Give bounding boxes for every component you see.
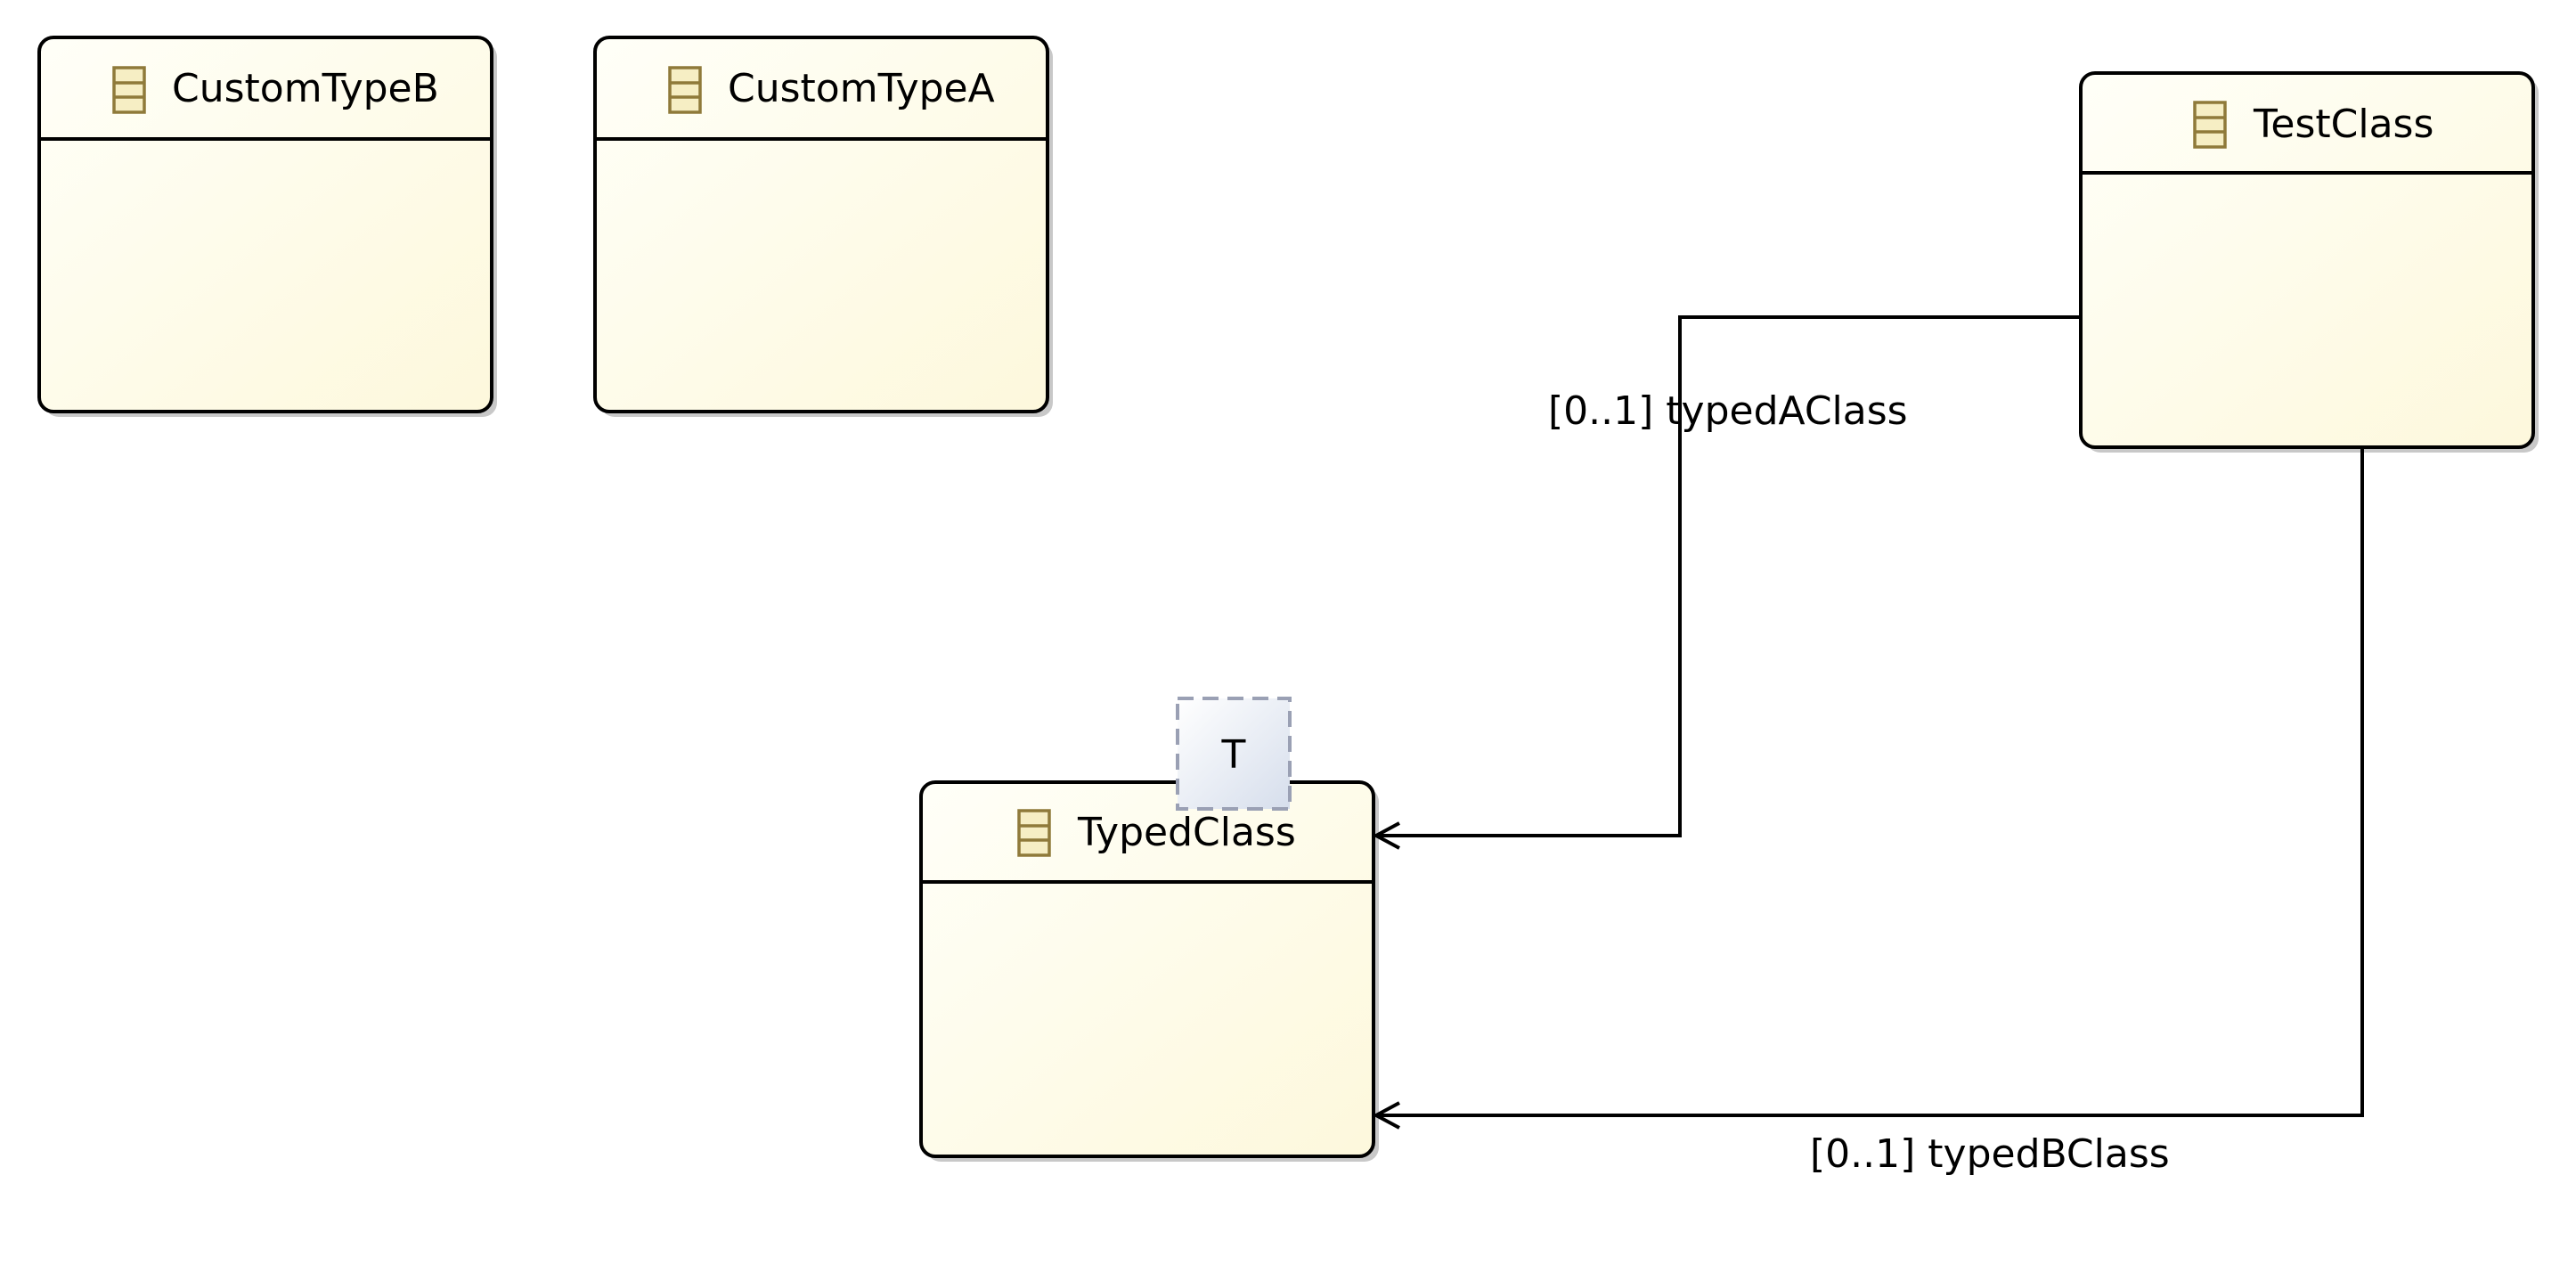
class-box bbox=[593, 36, 1049, 413]
reference-edge bbox=[1376, 447, 2364, 1117]
template-parameter-box[interactable]: T bbox=[1176, 697, 1292, 811]
reference-label: [0..1] typedBClass bbox=[1810, 1131, 2170, 1177]
class-name: CustomTypeB bbox=[172, 66, 439, 111]
class-test-class[interactable]: TestClass bbox=[2079, 71, 2539, 453]
class-box bbox=[37, 36, 493, 413]
class-name: TestClass bbox=[2253, 102, 2433, 147]
open-arrowhead-icon bbox=[1372, 821, 1400, 850]
reference-label: [0..1] typedAClass bbox=[1548, 388, 1908, 434]
template-parameter-frame bbox=[1176, 697, 1292, 811]
class-custom-type-b[interactable]: CustomTypeB bbox=[37, 36, 497, 417]
class-icon bbox=[112, 66, 146, 114]
template-parameter-label: T bbox=[1221, 732, 1246, 778]
class-icon bbox=[2193, 101, 2227, 149]
class-custom-type-a[interactable]: CustomTypeA bbox=[593, 36, 1053, 417]
class-name: CustomTypeA bbox=[728, 66, 995, 111]
reference-typed-b-class[interactable]: [0..1] typedBClass bbox=[1372, 447, 2364, 1177]
reference-typed-a-class[interactable]: [0..1] typedAClass bbox=[1372, 315, 2081, 850]
class-typed-class[interactable]: TypedClass bbox=[919, 780, 1379, 1162]
open-arrowhead-icon bbox=[1372, 1101, 1400, 1130]
reference-edge bbox=[1376, 315, 2081, 837]
class-name: TypedClass bbox=[1077, 810, 1296, 855]
class-box bbox=[919, 780, 1375, 1158]
class-box bbox=[2079, 71, 2535, 449]
class-icon bbox=[668, 66, 702, 114]
class-icon bbox=[1017, 809, 1051, 857]
